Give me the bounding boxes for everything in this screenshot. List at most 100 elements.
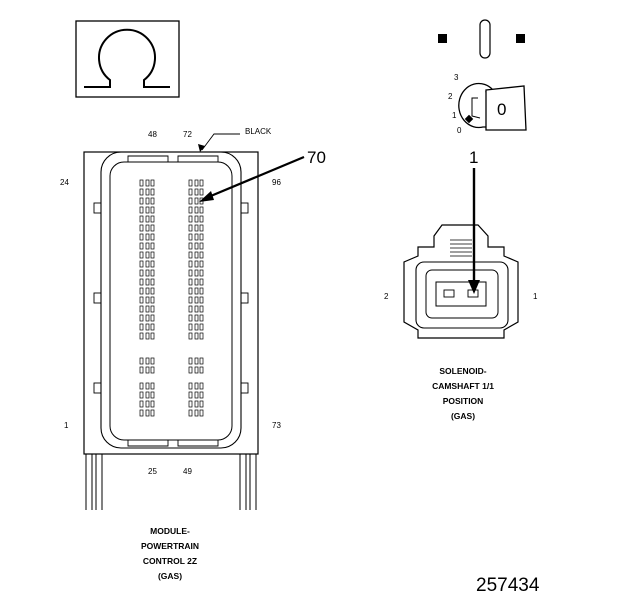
pin-cavity	[150, 224, 155, 232]
pin-cavity	[188, 332, 193, 340]
pin-cavity	[188, 382, 193, 390]
key-icon	[458, 82, 495, 129]
pin-cavity	[139, 323, 144, 331]
pin-cavity	[194, 287, 199, 295]
solenoid-caption-line-4: (GAS)	[451, 411, 475, 421]
pin-cavity	[194, 296, 199, 304]
pin-cavity	[150, 305, 155, 313]
solenoid-pin-label-2: 2	[384, 292, 389, 301]
pin-cavity	[139, 233, 144, 241]
pin-cavity	[194, 179, 199, 187]
pin-cavity	[194, 382, 199, 390]
pin-cavity	[150, 287, 155, 295]
solenoid-connector: 1 2 1 SOLENOID- CAMSHAFT 1/1 POSITION (G…	[384, 148, 538, 421]
figure-number: 257434	[476, 575, 540, 596]
pin-cavity	[150, 366, 155, 374]
pin-cavity	[150, 269, 155, 277]
pin-cavity	[150, 357, 155, 365]
pin-cavity	[145, 206, 150, 214]
pcm-caption: MODULE- POWERTRAIN CONTROL 2Z (GAS)	[141, 526, 199, 581]
pin-label-25: 25	[148, 467, 157, 476]
pin-cavity	[194, 215, 199, 223]
pin-cavity	[150, 278, 155, 286]
pin-cavity	[199, 409, 204, 417]
pin-cavities	[139, 179, 204, 417]
pin-cavity	[150, 197, 155, 205]
pin-cavity	[199, 287, 204, 295]
pin-cavity	[188, 233, 193, 241]
pin-cavity	[194, 366, 199, 374]
pin-cavity	[199, 314, 204, 322]
pin-cavity	[188, 188, 193, 196]
pin-cavity	[139, 188, 144, 196]
pin-cavity	[145, 215, 150, 223]
pin-cavity	[145, 251, 150, 259]
pin-cavity	[194, 233, 199, 241]
pin-cavity	[188, 391, 193, 399]
pin-cavity	[139, 269, 144, 277]
solenoid-caption: SOLENOID- CAMSHAFT 1/1 POSITION (GAS)	[432, 366, 494, 421]
pin-label-73: 73	[272, 421, 281, 430]
pin-cavity	[188, 314, 193, 322]
pin-cavity	[150, 188, 155, 196]
pin-cavity	[194, 269, 199, 277]
pin-cavity	[188, 251, 193, 259]
pin-cavity	[145, 260, 150, 268]
pin-cavity	[139, 278, 144, 286]
pin-cavity	[194, 206, 199, 214]
pin-cavity	[199, 269, 204, 277]
ohm-symbol	[75, 20, 180, 98]
pin-cavity	[145, 357, 150, 365]
pin-cavity	[139, 305, 144, 313]
pin-cavity	[194, 409, 199, 417]
pin-cavity	[150, 179, 155, 187]
pin-cavity	[145, 242, 150, 250]
ohm-icon	[84, 28, 170, 88]
pin-cavity	[150, 382, 155, 390]
pin-cavity	[145, 314, 150, 322]
pin-cavity	[139, 409, 144, 417]
pin-cavity	[150, 400, 155, 408]
pin-cavity	[188, 206, 193, 214]
pin-callout-1: 1	[469, 148, 478, 167]
pin-cavity	[199, 242, 204, 250]
pin-cavity	[150, 260, 155, 268]
pin-cavity	[188, 366, 193, 374]
pin-cavity	[199, 179, 204, 187]
key-position-0: 0	[457, 126, 462, 135]
pin-cavity	[199, 366, 204, 374]
pin-cavity	[145, 332, 150, 340]
key-position-2: 2	[448, 92, 453, 101]
pin-label-49: 49	[183, 467, 192, 476]
pin-cavity	[188, 179, 193, 187]
pin-cavity	[139, 206, 144, 214]
pin-cavity	[139, 391, 144, 399]
pin-cavity	[150, 332, 155, 340]
pin-cavity	[188, 242, 193, 250]
pin-cavity	[199, 260, 204, 268]
pin-cavity	[150, 215, 155, 223]
pin-cavity	[145, 287, 150, 295]
pin-cavity	[188, 305, 193, 313]
pin-label-96: 96	[272, 178, 281, 187]
pin-cavity	[194, 305, 199, 313]
pin-cavity	[199, 305, 204, 313]
pin-cavity	[139, 179, 144, 187]
pin-cavity	[188, 215, 193, 223]
pin-cavity	[145, 233, 150, 241]
pin-cavity	[188, 357, 193, 365]
pin-cavity	[139, 197, 144, 205]
pin-cavity	[188, 224, 193, 232]
solenoid-caption-line-3: POSITION	[443, 396, 484, 406]
pin-cavity	[199, 206, 204, 214]
pin-cavity	[139, 287, 144, 295]
pin-cavity	[194, 400, 199, 408]
pin-cavity	[139, 296, 144, 304]
pin-cavity	[199, 215, 204, 223]
pin-cavity	[194, 278, 199, 286]
pin-cavity	[145, 278, 150, 286]
pin-cavity	[188, 400, 193, 408]
pin-cavity	[199, 224, 204, 232]
pin-callout-70: 70	[307, 148, 326, 167]
pin-cavity	[150, 251, 155, 259]
